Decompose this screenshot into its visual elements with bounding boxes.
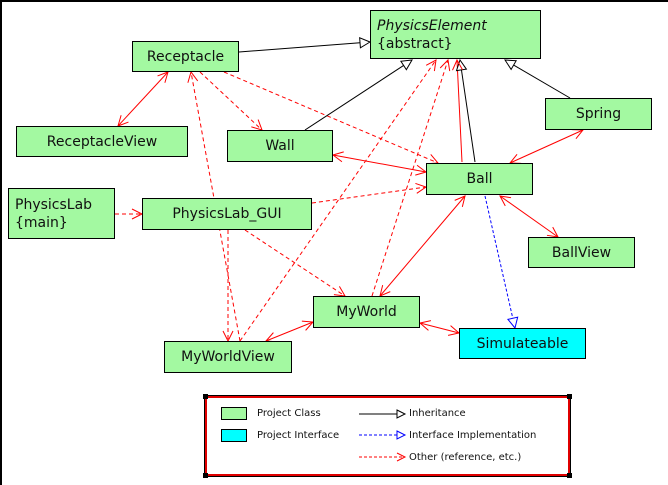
node-receptacle-view-name: ReceptacleView bbox=[46, 133, 158, 150]
edge-spring-to-physics-element bbox=[513, 64, 571, 99]
node-receptacle-view: ReceptacleView bbox=[16, 126, 188, 157]
edge-arrowhead-triangle bbox=[359, 37, 372, 49]
node-receptacle: Receptacle bbox=[132, 41, 239, 72]
edge-arrowhead-open bbox=[333, 286, 346, 297]
edge-arrowhead-open bbox=[418, 320, 432, 331]
legend-label-other: Other (reference, etc.) bbox=[409, 452, 522, 463]
edge-ball-to-physics-element bbox=[460, 69, 476, 163]
edge-wall-to-ball bbox=[332, 154, 427, 173]
node-simulateable-name: Simulateable bbox=[476, 335, 569, 352]
legend-label-interface-implementation: Interface Implementation bbox=[409, 430, 537, 441]
legend-arrow-inheritance bbox=[396, 409, 407, 419]
edge-physics-lab-gui-to-my-world bbox=[244, 229, 346, 297]
legend-corner bbox=[567, 473, 572, 478]
legend-swatch-project-class bbox=[221, 407, 247, 420]
node-wall: Wall bbox=[227, 130, 333, 162]
legend-corner bbox=[203, 473, 208, 478]
node-wall-name: Wall bbox=[265, 138, 295, 154]
legend-corner bbox=[567, 394, 572, 399]
edge-arrowhead-triangle bbox=[504, 59, 517, 71]
legend-arrow-other bbox=[396, 452, 407, 462]
edge-ball-to-simulateable bbox=[484, 195, 514, 319]
node-spring: Spring bbox=[545, 98, 652, 130]
edge-arrowhead-open bbox=[499, 195, 512, 207]
edge-arrowhead-triangle bbox=[455, 58, 468, 72]
edge-my-world-to-simulateable bbox=[419, 322, 460, 334]
edge-arrowhead-open bbox=[157, 71, 169, 83]
node-physics-lab-name: PhysicsLab bbox=[15, 196, 93, 213]
edge-receptacle-to-wall bbox=[199, 71, 263, 131]
edge-arrowhead-open bbox=[425, 59, 437, 72]
node-physics-lab-stereotype: {main} bbox=[15, 214, 68, 231]
node-physics-element-stereotype: {abstract} bbox=[377, 35, 453, 52]
edge-arrowhead-triangle bbox=[400, 59, 413, 71]
edge-receptacle-to-physics-element bbox=[238, 42, 361, 53]
edge-arrowhead-open bbox=[331, 151, 344, 163]
legend-label-project-class: Project Class bbox=[257, 408, 321, 419]
legend: Project Class Project Interface Inherita… bbox=[203, 394, 572, 478]
node-simulateable: Simulateable bbox=[459, 328, 586, 359]
node-physics-element: PhysicsElement {abstract} bbox=[370, 10, 541, 59]
edge-my-world-to-my-world-view bbox=[265, 321, 314, 342]
legend-label-inheritance: Inheritance bbox=[409, 408, 466, 419]
node-my-world: MyWorld bbox=[313, 296, 420, 328]
edge-ball-to-ball-view bbox=[499, 195, 559, 238]
edge-my-world-to-physics-element bbox=[371, 59, 449, 297]
legend-label-project-interface: Project Interface bbox=[257, 430, 340, 441]
edge-my-world-view-to-physics-element bbox=[239, 59, 437, 342]
node-receptacle-name: Receptacle bbox=[146, 48, 225, 65]
node-ball-name: Ball bbox=[466, 171, 493, 187]
edge-wall-to-physics-element bbox=[304, 65, 404, 131]
node-my-world-view: MyWorldView bbox=[164, 341, 292, 373]
edge-arrowhead-open bbox=[187, 70, 199, 83]
edge-ball-to-my-world bbox=[379, 195, 466, 297]
edge-arrowhead-triangle bbox=[507, 316, 519, 330]
edge-receptacle-to-receptacle-view bbox=[117, 71, 169, 127]
legend-swatch-project-interface bbox=[221, 429, 247, 442]
legend-corner bbox=[203, 394, 208, 399]
legend-line-samples bbox=[359, 409, 407, 462]
edge-physics-lab-gui-to-ball bbox=[311, 186, 427, 204]
edge-spring-to-ball bbox=[509, 129, 584, 164]
edge-receptacle-to-ball bbox=[223, 71, 439, 164]
node-my-world-view-name: MyWorldView bbox=[181, 349, 275, 365]
node-ball-view: BallView bbox=[528, 237, 635, 268]
node-my-world-name: MyWorld bbox=[336, 304, 397, 320]
node-physics-element-name: PhysicsElement bbox=[377, 17, 487, 34]
edge-ball-to-physics-element bbox=[456, 59, 463, 163]
edge-arrowhead-open bbox=[454, 195, 466, 207]
node-physics-lab-gui: PhysicsLab_GUI bbox=[142, 198, 312, 230]
node-ball-view-name: BallView bbox=[551, 244, 612, 261]
node-physics-lab: PhysicsLab {main} bbox=[8, 188, 115, 239]
legend-arrow-interface-implementation bbox=[396, 430, 407, 440]
node-physics-lab-gui-name: PhysicsLab_GUI bbox=[172, 206, 282, 222]
node-ball: Ball bbox=[426, 163, 533, 195]
node-spring-name: Spring bbox=[575, 106, 622, 122]
edge-arrowhead-open bbox=[439, 58, 451, 72]
edge-arrowhead-open bbox=[452, 58, 463, 71]
